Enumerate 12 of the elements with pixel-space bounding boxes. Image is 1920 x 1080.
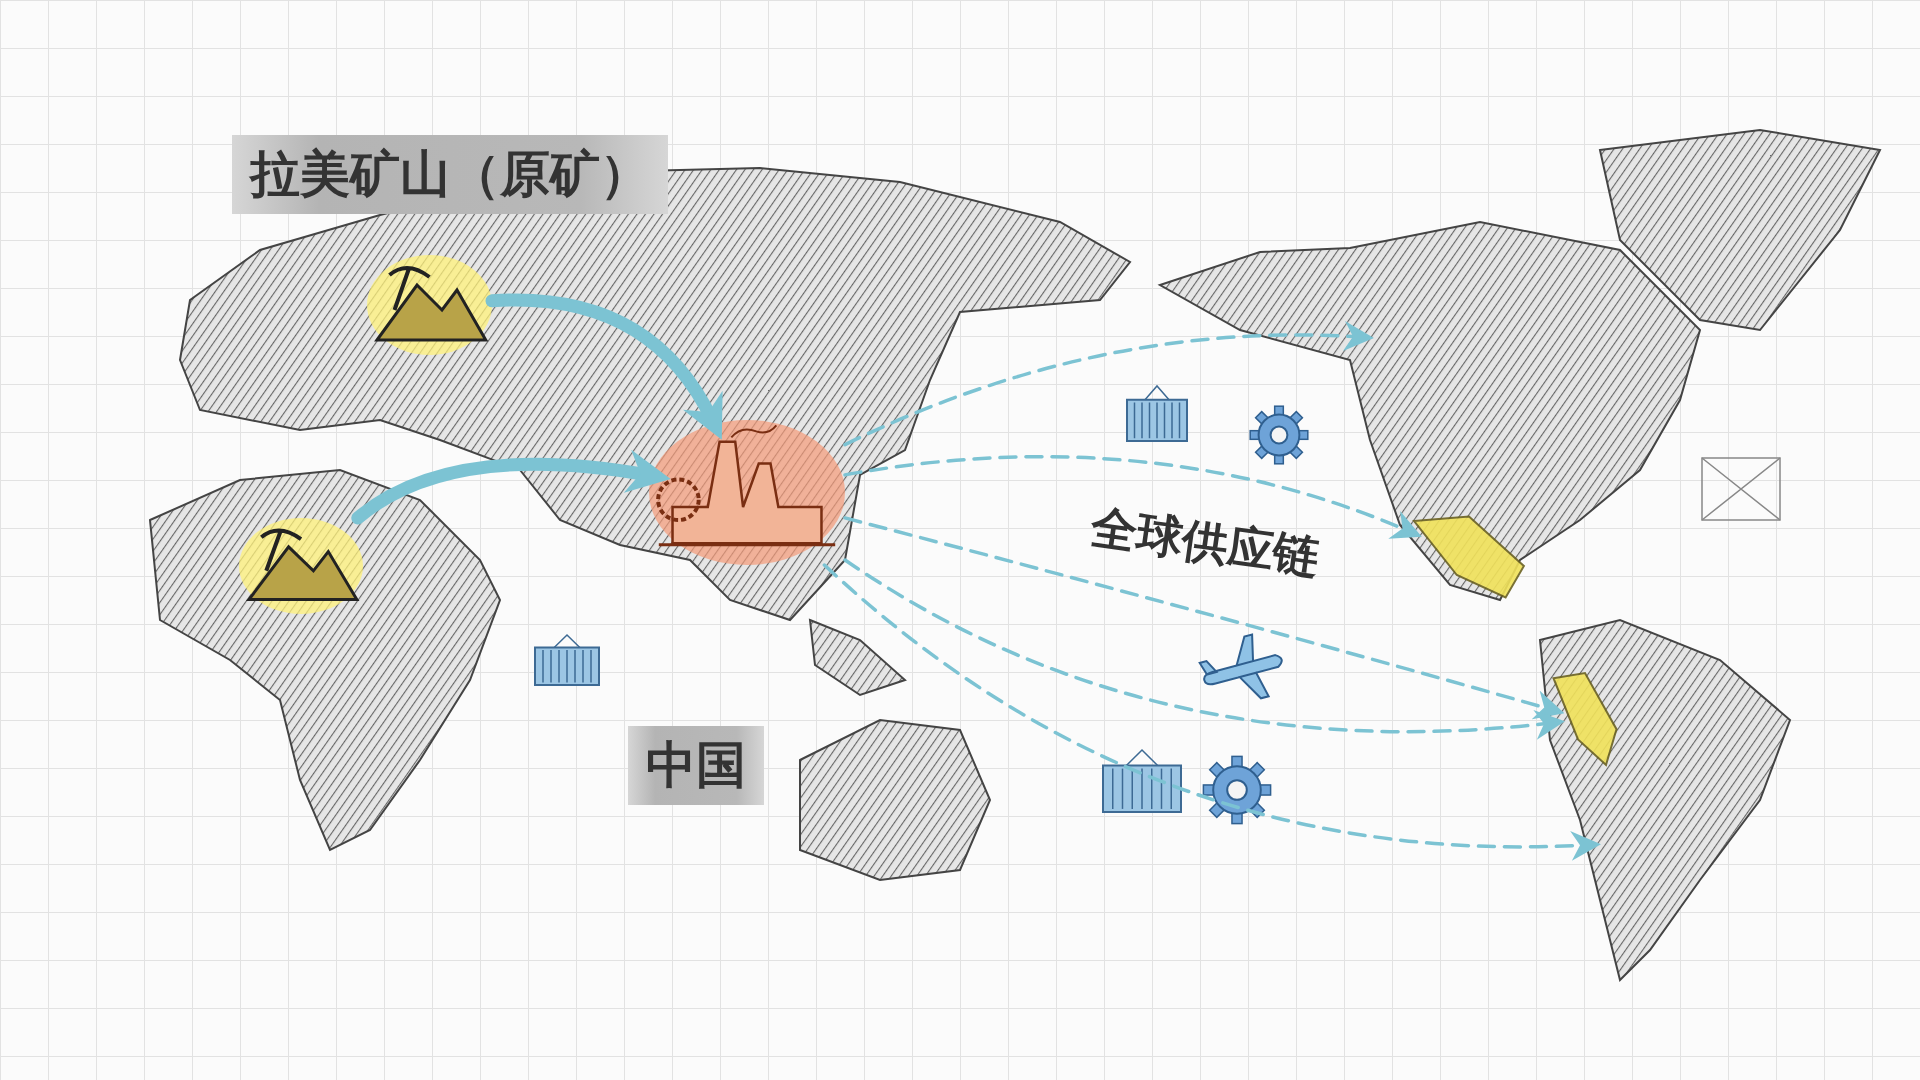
dashed-arrow — [843, 558, 1565, 740]
mine-icon — [367, 255, 492, 355]
region-label: 拉美矿山（原矿） — [232, 135, 668, 214]
dashed-arrow — [843, 516, 1565, 720]
factory-icon — [649, 420, 845, 565]
mine-icon — [239, 518, 363, 614]
supply-chain-label: 全球供应链 — [1086, 498, 1324, 587]
region-label: 中国 — [628, 726, 764, 805]
arrow — [351, 450, 671, 525]
dashed-arrow — [822, 563, 1601, 861]
dashed-arrow — [843, 454, 1422, 540]
dashed-arrow — [843, 321, 1374, 447]
